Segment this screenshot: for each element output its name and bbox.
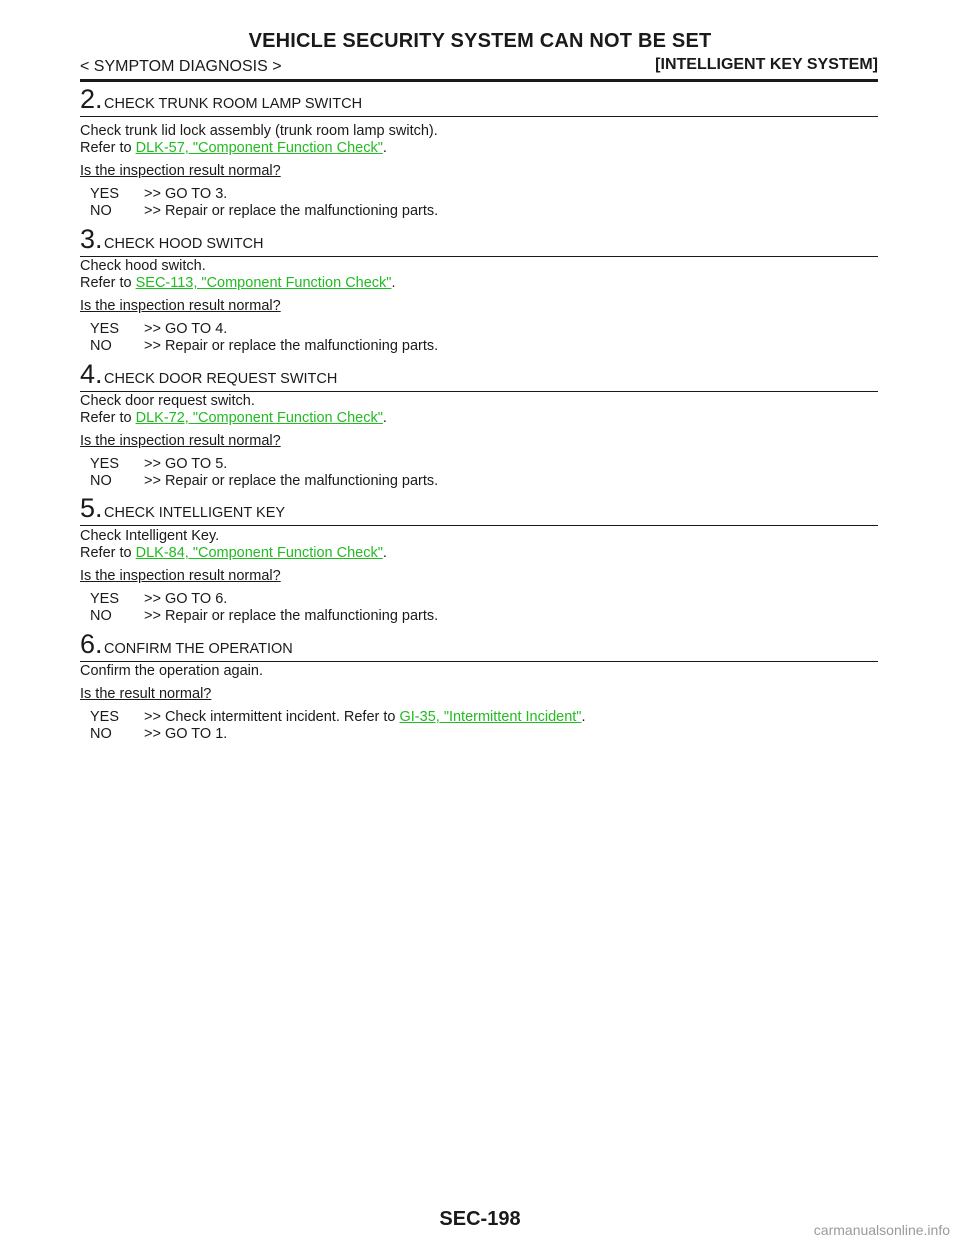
refer-suffix: . <box>382 140 387 156</box>
reference-link[interactable]: DLK-84, "Component Function Check" <box>135 545 383 561</box>
refer-suffix: . <box>382 545 387 561</box>
answer-no: NO >> Repair or replace the malfunctionin… <box>90 473 438 490</box>
answer-text: >> Repair or replace the malfunctioning … <box>144 473 439 489</box>
answer-key: YES <box>90 709 120 725</box>
answer-text: >> GO TO 1. <box>144 726 228 742</box>
step-reference: Refer to DLK-84, "Component Function Che… <box>80 545 387 562</box>
step-question: Is the result normal? <box>80 686 212 702</box>
step-question: Is the inspection result normal? <box>80 163 281 179</box>
page-number: SEC-198 <box>439 1208 521 1230</box>
section-label: < SYMPTOM DIAGNOSIS > <box>80 58 282 75</box>
step-question: Is the inspection result normal? <box>80 433 281 449</box>
answer-key: NO <box>90 338 112 354</box>
answer-yes: YES >> GO TO 3. <box>90 186 227 203</box>
step-number: 6. <box>80 629 103 659</box>
answer-yes: YES >> Check intermittent incident. Refer… <box>90 709 586 726</box>
step-title: CHECK HOOD SWITCH <box>104 236 264 252</box>
refer-suffix: . <box>391 275 396 291</box>
step-number: 4. <box>80 359 103 389</box>
answer-text: >> GO TO 5. <box>144 456 228 472</box>
step-2-header: 2. CHECK TRUNK ROOM LAMP SWITCH <box>80 86 878 117</box>
step-6-header: 6. CONFIRM THE OPERATION <box>80 631 878 662</box>
reference-link[interactable]: DLK-57, "Component Function Check" <box>135 140 383 156</box>
step-4-header: 4. CHECK DOOR REQUEST SWITCH <box>80 361 878 392</box>
answer-text: >> Check intermittent incident. Refer to <box>144 709 400 725</box>
refer-prefix: Refer to <box>80 275 136 291</box>
answer-key: YES <box>90 321 120 337</box>
answer-key: NO <box>90 203 112 219</box>
answer-key: NO <box>90 473 112 489</box>
answer-text: >> GO TO 6. <box>144 591 228 607</box>
answer-yes: YES >> GO TO 5. <box>90 456 227 473</box>
step-instruction: Check trunk lid lock assembly (trunk roo… <box>80 123 438 139</box>
step-title: CHECK TRUNK ROOM LAMP SWITCH <box>104 96 363 112</box>
header-divider <box>80 79 878 82</box>
refer-suffix: . <box>581 709 586 725</box>
refer-prefix: Refer to <box>80 410 136 426</box>
answer-text: >> Repair or replace the malfunctioning … <box>144 338 439 354</box>
answer-text: >> Repair or replace the malfunctioning … <box>144 608 439 624</box>
step-reference: Refer to DLK-72, "Component Function Che… <box>80 410 387 427</box>
step-question: Is the inspection result normal? <box>80 298 281 314</box>
step-number: 5. <box>80 493 103 523</box>
step-instruction: Check hood switch. <box>80 258 206 274</box>
step-title: CHECK DOOR REQUEST SWITCH <box>104 371 338 387</box>
answer-yes: YES >> GO TO 4. <box>90 321 227 338</box>
answer-key: NO <box>90 608 112 624</box>
answer-no: NO >> Repair or replace the malfunctionin… <box>90 338 438 355</box>
step-instruction: Check door request switch. <box>80 393 255 409</box>
refer-prefix: Refer to <box>80 545 136 561</box>
answer-key: NO <box>90 726 112 742</box>
page-title: VEHICLE SECURITY SYSTEM CAN NOT BE SET <box>248 30 712 52</box>
step-question: Is the inspection result normal? <box>80 568 281 584</box>
step-number: 2. <box>80 84 103 114</box>
step-5-header: 5. CHECK INTELLIGENT KEY <box>80 495 878 526</box>
step-instruction: Confirm the operation again. <box>80 663 263 679</box>
step-3-header: 3. CHECK HOOD SWITCH <box>80 226 878 257</box>
answer-text: >> Repair or replace the malfunctioning … <box>144 203 439 219</box>
answer-no: NO >> GO TO 1. <box>90 726 227 743</box>
answer-no: NO >> Repair or replace the malfunctionin… <box>90 203 438 220</box>
answer-key: YES <box>90 186 120 202</box>
refer-suffix: . <box>382 410 387 426</box>
reference-link[interactable]: GI-35, "Intermittent Incident" <box>399 709 582 725</box>
watermark: carmanualsonline.info <box>813 1222 950 1238</box>
step-reference: Refer to DLK-57, "Component Function Che… <box>80 140 387 157</box>
answer-key: YES <box>90 591 120 607</box>
step-number: 3. <box>80 224 103 254</box>
answer-text: >> GO TO 4. <box>144 321 228 337</box>
step-title: CONFIRM THE OPERATION <box>104 641 293 657</box>
reference-link[interactable]: SEC-113, "Component Function Check" <box>135 275 392 291</box>
answer-text: >> GO TO 3. <box>144 186 228 202</box>
step-title: CHECK INTELLIGENT KEY <box>104 505 286 521</box>
reference-link[interactable]: DLK-72, "Component Function Check" <box>135 410 383 426</box>
answer-no: NO >> Repair or replace the malfunctionin… <box>90 608 438 625</box>
step-instruction: Check Intelligent Key. <box>80 528 220 544</box>
step-reference: Refer to SEC-113, "Component Function Ch… <box>80 275 396 292</box>
refer-prefix: Refer to <box>80 140 136 156</box>
answer-key: YES <box>90 456 120 472</box>
system-label: [INTELLIGENT KEY SYSTEM] <box>655 56 878 73</box>
answer-yes: YES >> GO TO 6. <box>90 591 227 608</box>
